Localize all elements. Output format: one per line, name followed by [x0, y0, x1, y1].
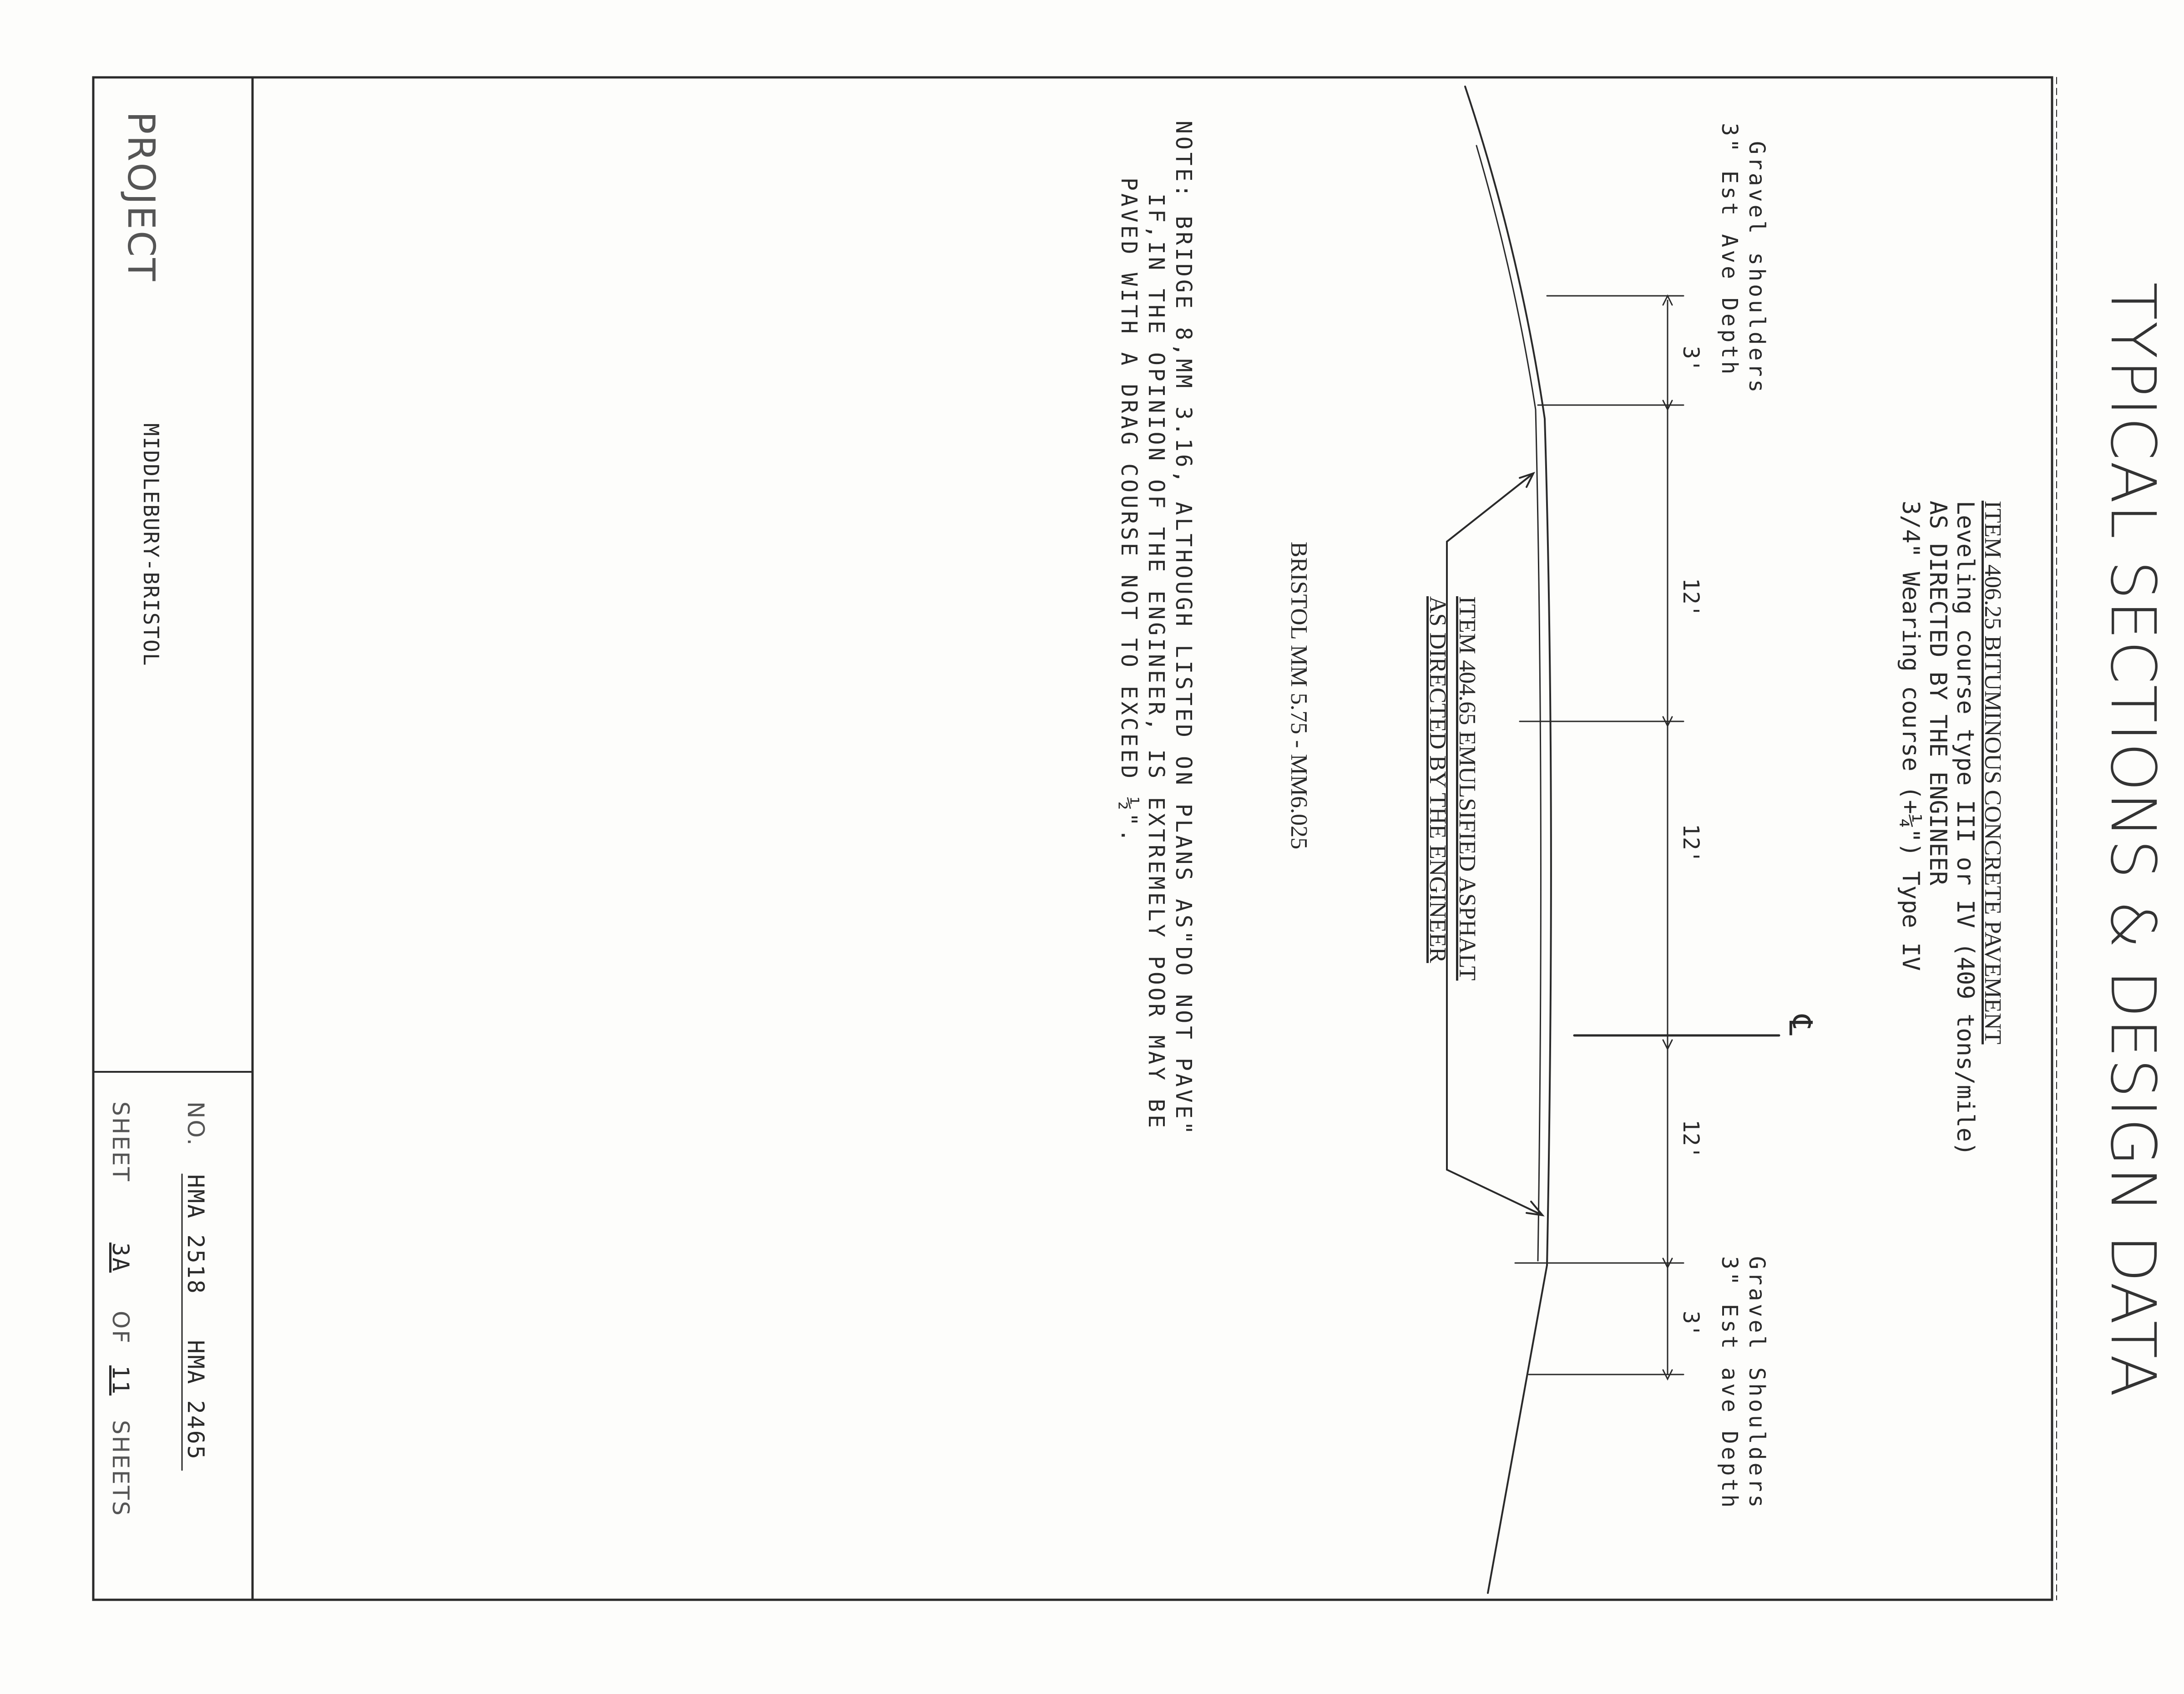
- road-surface-outer: [1464, 86, 1552, 1594]
- leader-line: [1446, 472, 1543, 1216]
- dim-arrow-4: [1662, 1039, 1673, 1051]
- dim-lane-2: 12': [1678, 824, 1704, 863]
- project-no-value: HMA 2518 HMA 2465: [182, 1174, 209, 1461]
- shoulder-right-line-2: 3" Est ave Depth: [1717, 1256, 1742, 1511]
- shoulder-left-line-1: Gravel shoulders: [1744, 141, 1769, 396]
- project-name: MIDDLEBURY-BRISTOL: [139, 423, 163, 667]
- pavement-note-line-1: ITEM 406.25 BITUMINOUS CONCRETE PAVEMENT: [1980, 501, 2006, 1045]
- sheet-number: 3A: [107, 1243, 134, 1273]
- of-label: OF: [107, 1311, 134, 1345]
- dim-arrow-2: [1662, 400, 1673, 411]
- dim-arrow-3: [1662, 716, 1673, 728]
- leader-arrow-top: [1519, 472, 1535, 488]
- road-surface-inner: [1476, 145, 1542, 1262]
- shoulder-left-line-2: 3" Est Ave Depth: [1717, 123, 1742, 377]
- bridge-note-line-1: NOTE: BRIDGE 8,MM 3.16, ALTHOUGH LISTED …: [1171, 121, 1196, 1137]
- project-no-label: NO.: [182, 1101, 209, 1147]
- shoulder-right-line-1: Gravel Shoulders: [1744, 1256, 1769, 1511]
- dim-arrow-5: [1662, 1258, 1673, 1269]
- location-label: BRISTOL MM 5.75 - MM6.025: [1286, 542, 1312, 850]
- dim-arrow-6: [1662, 1369, 1673, 1381]
- emulsified-note-line-1: ITEM 404.65 EMULSIFIED ASPHALT: [1454, 596, 1480, 981]
- pavement-note-line-3: AS DIRECTED BY THE ENGINEER: [1924, 501, 1951, 886]
- pavement-note-line-2: Leveling course type III or IV (409 tons…: [1951, 501, 1979, 1156]
- sheet-title: TYPICAL SECTIONS & DESIGN DATA: [2097, 282, 2169, 1398]
- dim-lane-1: 12': [1678, 578, 1704, 618]
- centerline-symbol: ℄: [1782, 1015, 1817, 1035]
- sheet-label: SHEET: [107, 1101, 134, 1183]
- total-sheets: 11: [107, 1365, 134, 1396]
- dim-shoulder-right: 3': [1678, 1311, 1704, 1337]
- bridge-note-line-3: PAVED WITH A DRAG COURSE NOT TO EXCEED ½…: [1116, 178, 1142, 845]
- emulsified-note-line-2: AS DIRECTED BY THE ENGINEER: [1425, 596, 1451, 963]
- project-label: PROJECT: [119, 112, 162, 283]
- dim-shoulder-left: 3': [1678, 346, 1704, 372]
- dim-arrow-1: [1662, 294, 1673, 306]
- dim-lane-3: 12': [1678, 1120, 1704, 1159]
- pavement-note-line-4: 3/4" Wearing course (+¼") Type IV: [1897, 501, 1924, 971]
- leader-arrow-bottom: [1526, 1201, 1545, 1217]
- bridge-note-line-2: IF,IN THE OPINION OF THE ENGINEER, IS EX…: [1143, 193, 1169, 1131]
- sheets-label: SHEETS: [107, 1420, 134, 1517]
